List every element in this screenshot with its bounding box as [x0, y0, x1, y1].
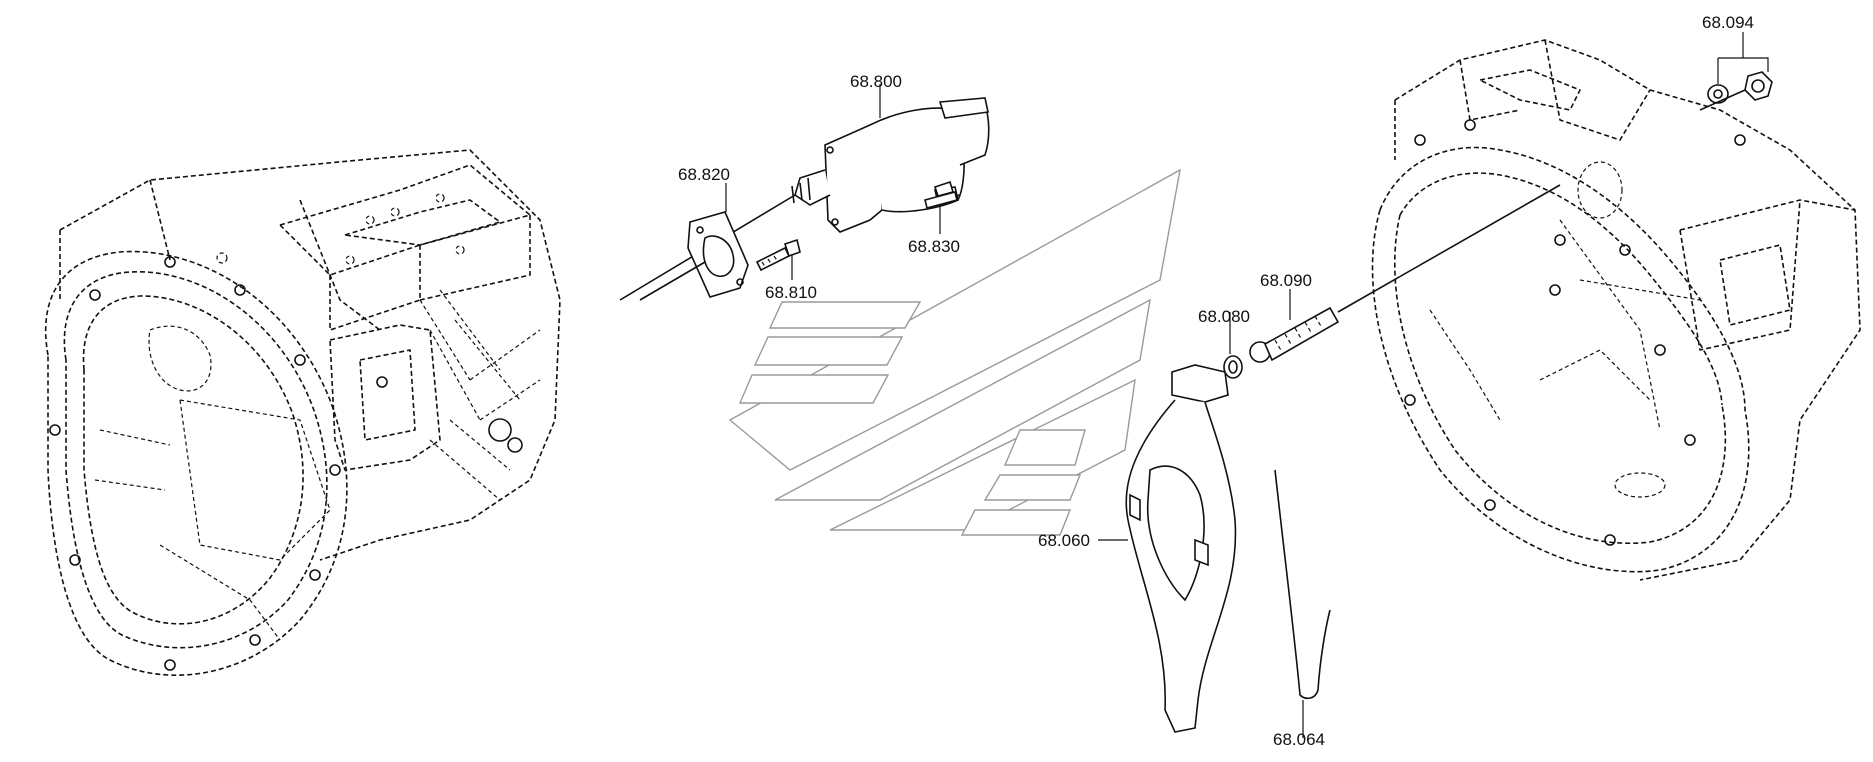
label-68-060: 68.060	[1038, 531, 1090, 550]
right-clutch-housing	[1371, 39, 1861, 581]
ring-part	[1223, 355, 1243, 379]
label-68-810: 68.810	[765, 283, 817, 302]
clutch-fork-part	[1125, 364, 1237, 733]
label-68-080: 68.080	[1198, 307, 1250, 326]
watermark-logo	[728, 168, 1181, 536]
label-68-064: 68.064	[1273, 730, 1325, 749]
servo-bolt-part	[924, 180, 961, 209]
spring-part	[1249, 184, 1561, 363]
label-68-094: 68.094	[1702, 13, 1754, 32]
left-gearbox-housing	[44, 149, 561, 676]
label-68-830: 68.830	[908, 237, 960, 256]
flange-bolt-part	[755, 238, 801, 272]
label-68-090: 68.090	[1260, 271, 1312, 290]
label-68-800: 68.800	[850, 72, 902, 91]
leader-lines	[725, 32, 1769, 738]
label-68-820: 68.820	[678, 165, 730, 184]
flange-part	[639, 211, 749, 301]
clutch-servo-part	[619, 97, 990, 301]
pin-part	[1274, 469, 1331, 700]
nut-washer-part	[1699, 71, 1773, 111]
